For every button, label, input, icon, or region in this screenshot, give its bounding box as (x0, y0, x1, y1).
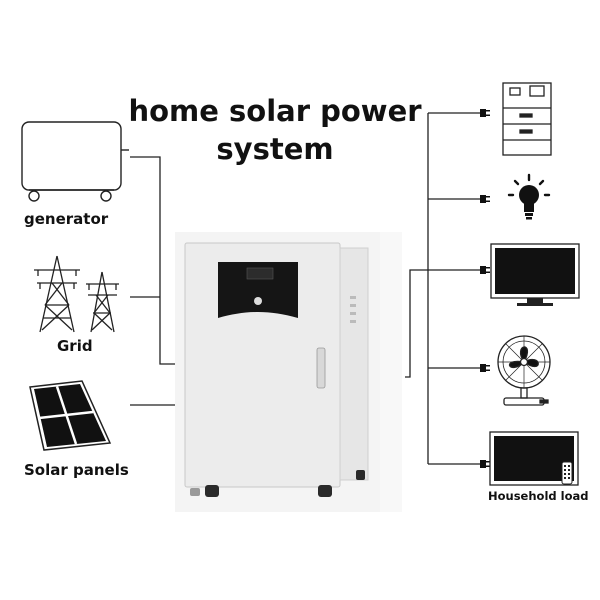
cabinet-icon (502, 82, 552, 156)
cabinet-to-bus (405, 269, 428, 378)
solar-panel-icon (29, 380, 112, 451)
plug-icon (480, 266, 490, 274)
plug-icons (480, 109, 490, 468)
generator-connector (130, 156, 185, 365)
generator-label: generator (24, 210, 109, 228)
plug-icon (480, 195, 490, 203)
fan-icon (497, 335, 551, 406)
plug-icon (480, 364, 490, 372)
plug-icon (480, 460, 490, 468)
title-line-1: home solar power (128, 94, 422, 128)
solar-panels-label: Solar panels (24, 461, 129, 479)
generator-icon (21, 121, 129, 202)
load-connectors (405, 112, 480, 465)
battery-cabinet-icon (175, 232, 402, 512)
power-tower-icon (34, 255, 119, 333)
light-bulb-icon (507, 173, 551, 220)
diagram-title: home solar power system (120, 92, 430, 168)
monitor-icon (490, 243, 580, 306)
television-icon (489, 431, 579, 486)
title-line-2: system (216, 132, 334, 166)
household-load-label: Household load (488, 489, 589, 503)
plug-icon (480, 109, 490, 117)
grid-label: Grid (57, 337, 93, 355)
